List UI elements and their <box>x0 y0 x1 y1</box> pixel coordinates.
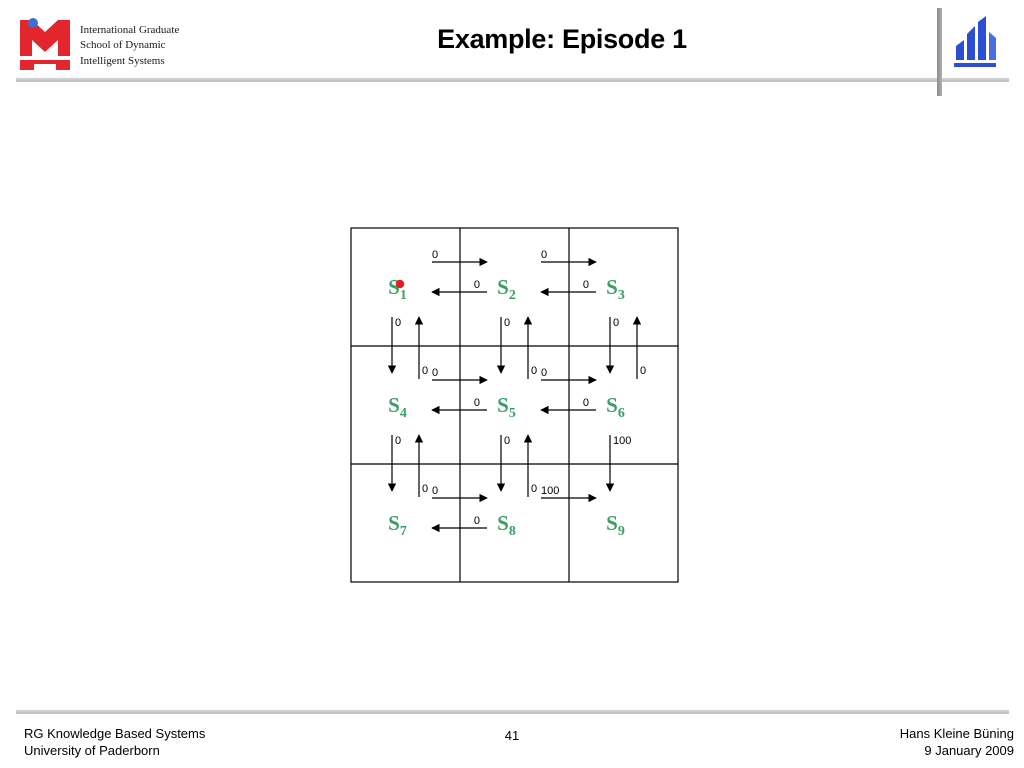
institute-line-3: Intelligent Systems <box>80 55 165 67</box>
grid-lines <box>350 227 679 583</box>
reward-s5-to-s8: 0 <box>504 435 510 447</box>
reward-s2-to-s5: 0 <box>504 317 510 329</box>
reward-s4-to-s1: 0 <box>422 365 428 377</box>
reward-s8-to-s9: 100 <box>541 485 559 497</box>
reward-s8-to-s5: 0 <box>531 483 537 495</box>
slide-title: Example: Episode 1 <box>437 24 687 54</box>
institute-line-2: School of Dynamic <box>80 39 166 51</box>
state-label-s8: S8 <box>497 511 516 539</box>
reward-s3-to-s6: 0 <box>613 317 619 329</box>
institute-line-1: International Graduate <box>80 24 180 36</box>
footer-divider <box>16 710 1009 714</box>
agent-dot <box>395 279 405 289</box>
footer-group-name: RG Knowledge Based Systems <box>24 726 206 741</box>
reward-s3-to-s2: 0 <box>583 279 589 291</box>
reward-s7-to-s8: 0 <box>432 485 438 497</box>
agent-layer <box>395 279 405 289</box>
state-label-s5: S5 <box>497 393 516 421</box>
reward-s5-to-s6: 0 <box>541 367 547 379</box>
state-label-s4: S4 <box>388 393 407 421</box>
igs-logo-icon <box>20 18 70 70</box>
reward-s1-to-s4: 0 <box>395 317 401 329</box>
grid-border <box>350 227 679 583</box>
reward-s7-to-s4: 0 <box>422 483 428 495</box>
footer-date: 9 January 2009 <box>924 743 1014 758</box>
state-label-s7: S7 <box>388 511 407 539</box>
reward-s1-to-s2: 0 <box>432 249 438 261</box>
reward-s8-to-s7: 0 <box>474 515 480 527</box>
reward-s4-to-s7: 0 <box>395 435 401 447</box>
reward-s6-to-s9: 100 <box>613 435 631 447</box>
state-label-s2: S2 <box>497 275 516 303</box>
reward-s4-to-s5: 0 <box>432 367 438 379</box>
reward-s5-to-s2: 0 <box>531 365 537 377</box>
reward-s6-to-s5: 0 <box>583 397 589 409</box>
university-logo-icon <box>954 16 996 67</box>
reward-s2-to-s1: 0 <box>474 279 480 291</box>
footer-university: University of Paderborn <box>24 743 160 758</box>
footer-author: Hans Kleine Büning <box>899 726 1014 741</box>
state-label-s1: S1 <box>388 275 407 303</box>
page-number: 41 <box>504 728 520 743</box>
header-divider <box>16 78 1009 82</box>
reward-s6-to-s3: 0 <box>640 365 646 377</box>
reward-s5-to-s4: 0 <box>474 397 480 409</box>
state-label-s9: S9 <box>606 511 625 539</box>
header-vertical-bar <box>937 8 942 96</box>
reward-s2-to-s3: 0 <box>541 249 547 261</box>
state-label-s6: S6 <box>606 393 625 421</box>
state-label-s3: S3 <box>606 275 625 303</box>
